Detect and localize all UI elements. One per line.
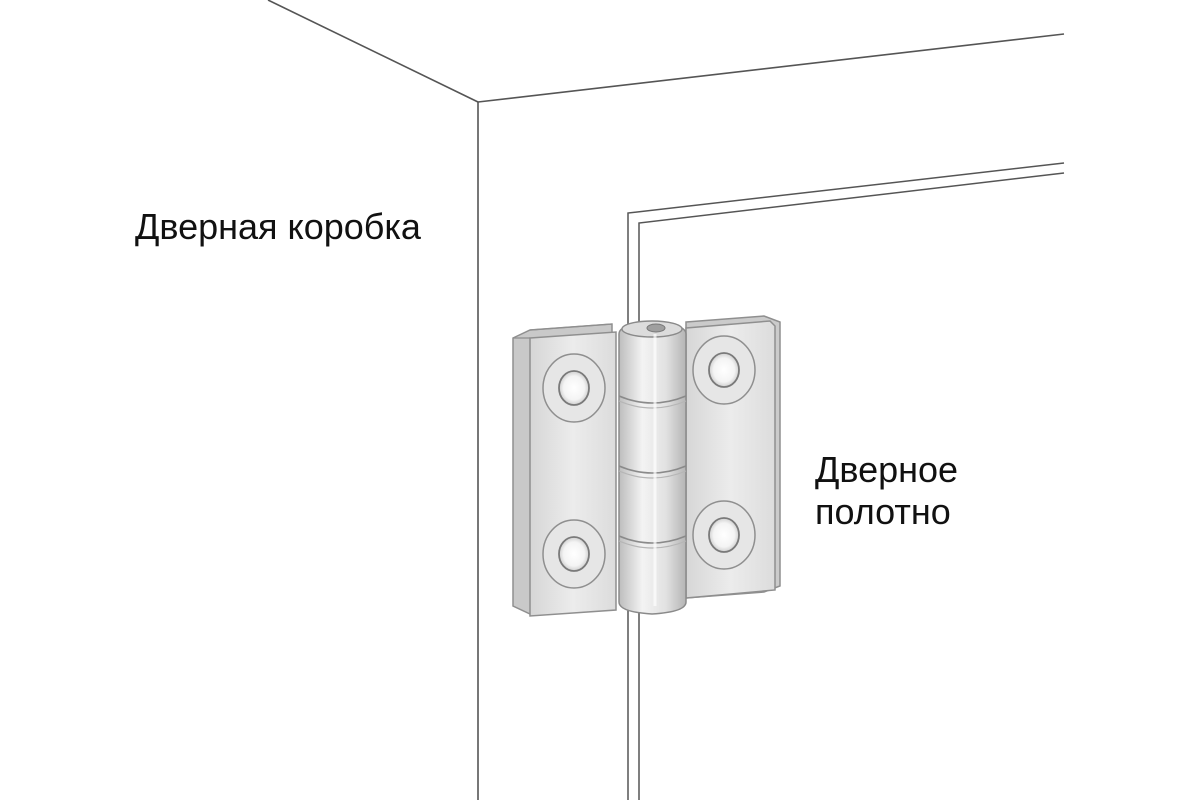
hinge-screw-holes bbox=[542, 335, 756, 589]
door-leaf-label-line1: Дверное bbox=[815, 449, 959, 490]
door-leaf-label: Дверное полотно bbox=[815, 449, 958, 533]
hinge-knuckle bbox=[618, 320, 687, 615]
screw-hole-icon bbox=[692, 335, 756, 405]
screw-hole-icon bbox=[692, 500, 756, 570]
frame-top-diagonal-edge bbox=[267, 0, 479, 103]
butt-hinge-icon bbox=[512, 315, 781, 617]
screw-hole-icon bbox=[542, 353, 606, 423]
hinge-pin-icon bbox=[646, 323, 666, 333]
screw-hole-icon bbox=[542, 519, 606, 589]
door-frame-label: Дверная коробка bbox=[135, 206, 421, 247]
frame-top-edge bbox=[477, 33, 1065, 103]
door-frame bbox=[267, 0, 1065, 800]
door-leaf-label-line2: полотно bbox=[815, 491, 951, 532]
